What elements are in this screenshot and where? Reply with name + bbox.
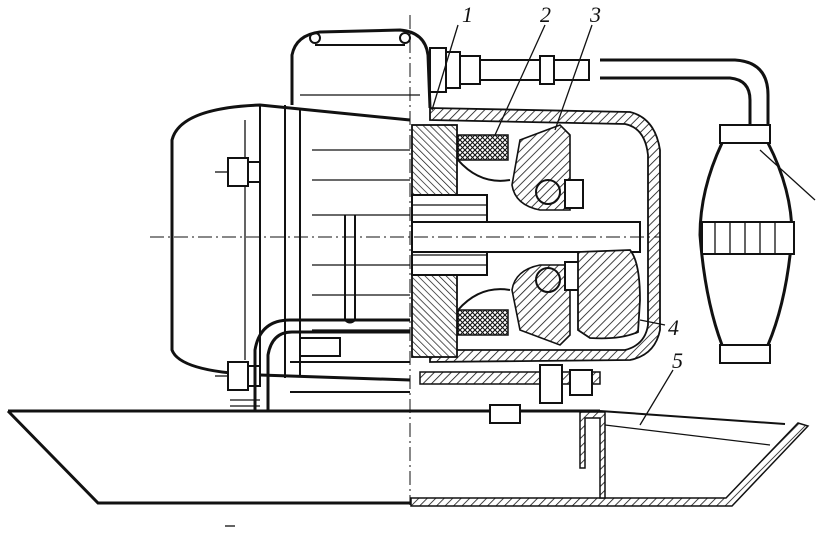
callout-1: 1	[462, 2, 473, 27]
bolt-lower-left	[215, 361, 261, 391]
base-tray	[6, 409, 810, 507]
callout-5: 5	[672, 348, 683, 373]
hose	[600, 58, 816, 364]
stator-winding-top	[457, 134, 509, 161]
callout-2: 2	[540, 2, 551, 27]
callout-3: 3	[589, 2, 601, 27]
motor-section	[150, 15, 661, 505]
stator-winding-bottom	[457, 309, 509, 336]
callout-4: 4	[668, 315, 679, 340]
leader-lines	[431, 24, 674, 426]
motor-housing-exterior	[170, 28, 432, 411]
bolt-upper-left	[215, 157, 261, 187]
eccentric-weight	[577, 249, 641, 340]
cable-gland	[429, 47, 590, 93]
